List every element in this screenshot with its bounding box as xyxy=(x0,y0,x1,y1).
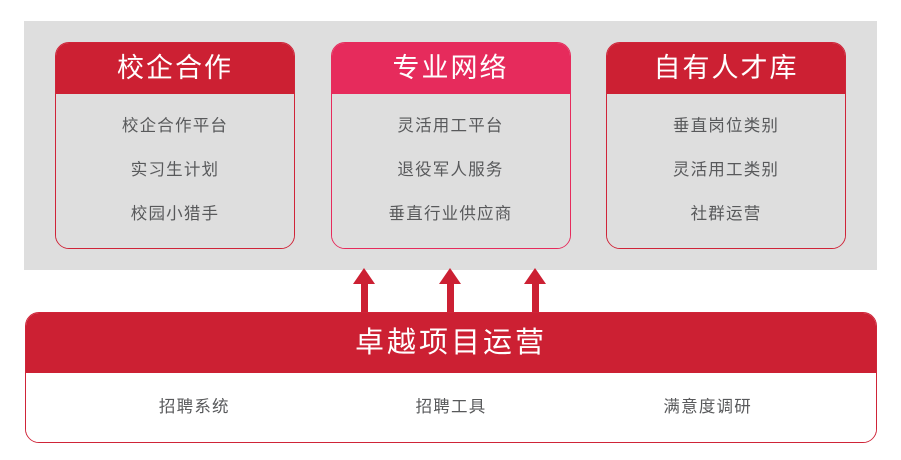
list-item[interactable]: 灵活用工平台 xyxy=(397,116,504,135)
list-item[interactable]: 满意度调研 xyxy=(663,398,752,417)
list-item[interactable]: 社群运营 xyxy=(690,204,762,223)
arrow-up-icon xyxy=(439,268,461,314)
foundation-card-excellent-project-operations[interactable]: 卓越项目运营 招聘系统 招聘工具 满意度调研 xyxy=(25,312,877,443)
list-item[interactable]: 垂直岗位类别 xyxy=(672,116,780,135)
arrow-up-icon xyxy=(524,268,546,314)
capability-cards-row: 校企合作 校企合作平台 实习生计划 校园小猎手 专业网络 灵活用工平台 退役军人… xyxy=(24,21,877,270)
arrow-shaft xyxy=(532,281,539,314)
list-item[interactable]: 校企合作平台 xyxy=(121,116,229,135)
list-item[interactable]: 灵活用工类别 xyxy=(672,160,780,179)
list-item[interactable]: 退役军人服务 xyxy=(397,160,504,179)
card-title-school-enterprise: 校企合作 xyxy=(56,43,294,94)
card-title-own-talent-pool: 自有人才库 xyxy=(607,43,845,94)
list-item[interactable]: 校园小猎手 xyxy=(130,204,220,223)
arrow-head xyxy=(439,268,461,284)
card-title-professional-network: 专业网络 xyxy=(331,43,570,94)
capability-card-professional-network[interactable]: 专业网络 灵活用工平台 退役军人服务 垂直行业供应商 xyxy=(330,42,571,249)
list-item[interactable]: 垂直行业供应商 xyxy=(388,204,513,223)
list-item[interactable]: 招聘工具 xyxy=(415,398,487,417)
card-body-school-enterprise: 校企合作平台 实习生计划 校园小猎手 xyxy=(56,94,294,248)
arrow-up-icon xyxy=(353,268,375,314)
arrow-shaft xyxy=(361,281,368,314)
arrow-head xyxy=(353,268,375,284)
arrow-shaft xyxy=(447,281,454,314)
capability-card-school-enterprise[interactable]: 校企合作 校企合作平台 实习生计划 校园小猎手 xyxy=(55,42,295,249)
foundation-title: 卓越项目运营 xyxy=(26,313,876,373)
foundation-items-row: 招聘系统 招聘工具 满意度调研 xyxy=(26,373,876,442)
list-item[interactable]: 招聘系统 xyxy=(158,398,230,417)
list-item[interactable]: 实习生计划 xyxy=(130,160,220,179)
card-body-professional-network: 灵活用工平台 退役军人服务 垂直行业供应商 xyxy=(331,94,570,248)
capability-card-own-talent-pool[interactable]: 自有人才库 垂直岗位类别 灵活用工类别 社群运营 xyxy=(606,42,846,249)
arrow-head xyxy=(524,268,546,284)
card-body-own-talent-pool: 垂直岗位类别 灵活用工类别 社群运营 xyxy=(607,94,845,248)
